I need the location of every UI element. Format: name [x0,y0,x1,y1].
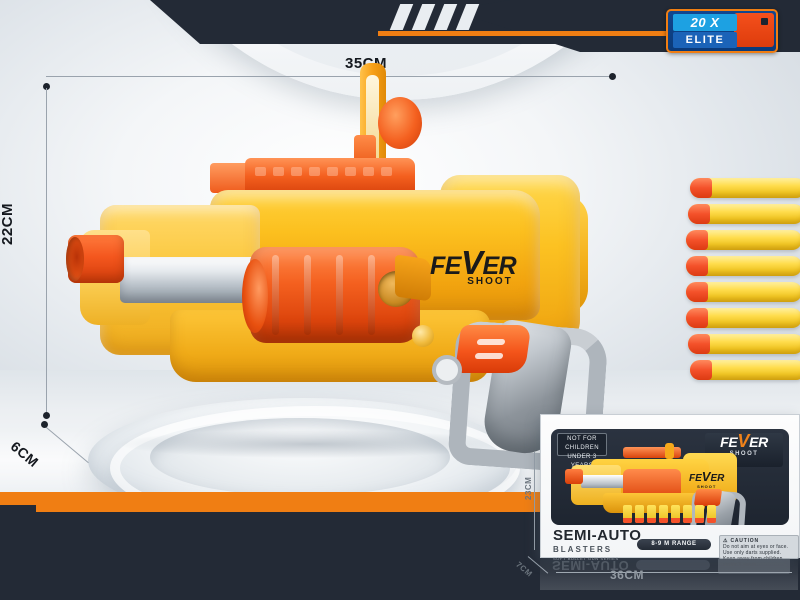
package-window: NOT FOR CHILDREN UNDER 3 YEARS FEVER SHO… [551,429,789,525]
foam-dart [688,334,800,354]
package-reflection-title: SEMI-AUTO [552,558,630,573]
side-knob [412,325,434,347]
magazine-icon [734,13,774,47]
footer-accent-bar [0,492,660,512]
shell-accent-panel [395,254,431,302]
badge-tier-label: ELITE [673,32,737,48]
brand-subtitle: SHOOT [467,276,513,287]
elite-badge: 20 X ELITE [666,9,778,53]
foam-dart [686,308,800,328]
foam-dart [688,204,800,224]
trigger-panel [454,325,532,373]
dart-stack [686,178,800,386]
header-stripes-icon [389,4,485,30]
package-brand-wordmark: FEVER [720,431,768,451]
package-product-name: SEMI-AUTO [553,527,642,544]
package-dart-row [623,505,716,523]
brand-wordmark: FEVER [430,244,517,281]
package-trigger-panel [693,489,723,506]
foam-dart [686,256,800,276]
foam-dart [690,178,800,198]
package-muzzle [565,469,583,484]
package-product-type: BLASTERS [553,545,613,554]
package-brand-logo: FEVER SHOOT [705,431,783,467]
product-shadow [120,430,500,458]
package-title-block: SEMI-AUTO BLASTERS SOFT BULLET GUN SERIE… [553,527,641,561]
package-gun-wordmark: FEVER [689,469,725,484]
package-gun-logo: FEVER SHOOT [689,469,725,489]
package-gun-subtitle: SHOOT [697,484,717,489]
package-rail [623,447,681,458]
package-dimension-line-height [534,452,535,550]
dimension-dot-height-bottom [43,412,50,419]
caution-title: ⚠ CAUTION [723,538,759,544]
package-dimension-label-width: 36CM [610,568,645,582]
dimension-line-width [46,76,612,77]
footer-band-left [0,505,36,600]
cylinder-front-cap [242,259,268,333]
product-package: NOT FOR CHILDREN UNDER 3 YEARS FEVER SHO… [540,414,800,568]
package-tagline: SOFT BULLET GUN SERIES [553,556,619,561]
package-range-badge: 8-9 M RANGE [637,539,711,550]
badge-count-label: 20 X [673,14,737,31]
dimension-dot-width-left [43,83,50,90]
foam-dart [686,282,800,302]
package-caution-box: ⚠ CAUTION Do not aim at eyes or face. Us… [719,535,799,568]
dimension-label-height: 22CM [0,202,16,245]
dimension-dot-width-right [609,73,616,80]
trigger-ring [432,355,462,385]
tactical-rail [245,158,415,194]
pedestal-inner-ring [150,418,450,496]
dimension-line-height [46,88,47,415]
blaster-toy: FEVER SHOOT [60,35,680,475]
package-dimension-line-width [556,572,792,573]
package-brand-subtitle: SHOOT [729,451,759,457]
package-dimension-label-height: 23CM [524,476,533,500]
header-accent-rule [378,31,678,36]
age-warning-line1: NOT FOR CHILDREN [565,436,599,451]
foam-dart [686,230,800,250]
muzzle-opening [66,237,84,281]
foam-dart [690,360,800,380]
package-reflection-range [636,560,710,570]
caution-text: Do not aim at eyes or face. Use only dar… [723,544,789,568]
dimension-dot-depth [41,421,48,428]
package-cocking-handle [665,443,674,459]
package-reflection-caution [718,558,790,574]
cocking-wheel [378,97,422,149]
blaster-brand-logo: FEVER SHOOT [430,244,550,302]
